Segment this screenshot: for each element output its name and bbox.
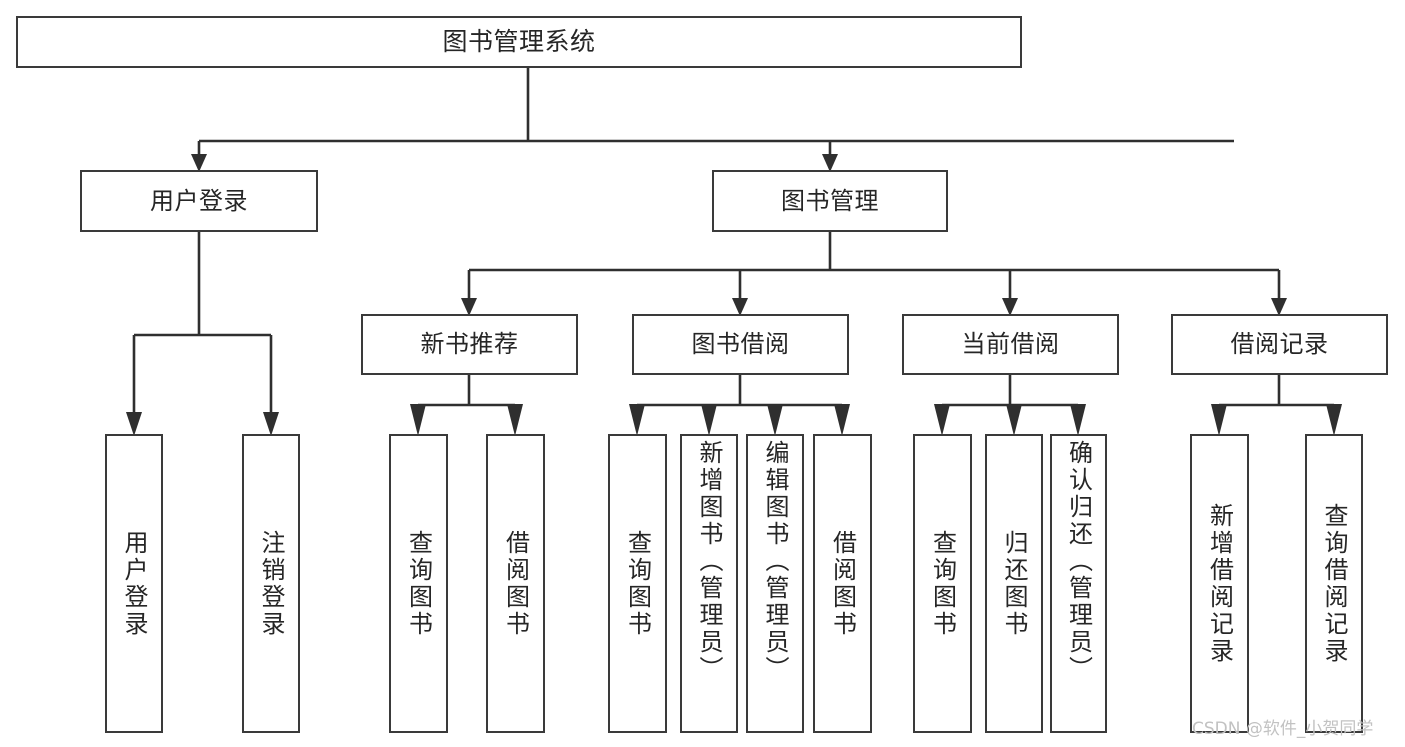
node-leaf-query-record[interactable]: 查询借阅记录: [1305, 434, 1363, 733]
node-leaf-confirm-return-label: 确认归还（管理员）: [1064, 440, 1093, 683]
node-book-manage-label: 图书管理: [781, 186, 879, 215]
arrowhead-leaf-return-book: [1006, 404, 1022, 436]
node-root[interactable]: 图书管理系统: [16, 16, 1022, 68]
arrowhead-leaf-edit-book: [767, 404, 783, 436]
arrowhead-leaf-borrow-book-1: [507, 404, 523, 436]
node-leaf-add-book-label: 新增图书（管理员）: [695, 440, 723, 683]
arrowhead-leaf-query-record: [1326, 404, 1342, 436]
node-leaf-borrow-book-1-label: 借阅图书: [501, 529, 530, 638]
node-new-book-rec[interactable]: 新书推荐: [361, 314, 578, 375]
node-borrow-record[interactable]: 借阅记录: [1171, 314, 1388, 375]
node-leaf-query-book-1[interactable]: 查询图书: [389, 434, 448, 733]
node-leaf-query-book-3[interactable]: 查询图书: [913, 434, 972, 733]
arrowhead-leaf-query-book-3: [934, 404, 950, 436]
node-leaf-return-book-label: 归还图书: [1000, 529, 1028, 638]
node-leaf-query-book-1-label: 查询图书: [404, 529, 433, 638]
arrowhead-leaf-confirm-return: [1070, 404, 1086, 436]
node-leaf-query-book-2[interactable]: 查询图书: [608, 434, 667, 733]
node-leaf-return-book[interactable]: 归还图书: [985, 434, 1043, 733]
node-book-borrow-label: 图书借阅: [691, 330, 790, 359]
node-book-manage[interactable]: 图书管理: [712, 170, 948, 232]
node-leaf-edit-book[interactable]: 编辑图书（管理员）: [746, 434, 804, 733]
node-leaf-confirm-return[interactable]: 确认归还（管理员）: [1050, 434, 1107, 733]
arrowhead-leaf-query-book-1: [410, 404, 426, 436]
arrowhead-leaf-add-book: [701, 404, 717, 436]
arrowhead-leaf-add-record: [1211, 404, 1227, 436]
node-current-borrow[interactable]: 当前借阅: [902, 314, 1119, 375]
node-leaf-query-book-2-label: 查询图书: [623, 529, 652, 638]
arrowhead-leaf-borrow-book-2: [834, 404, 850, 436]
node-book-borrow[interactable]: 图书借阅: [632, 314, 849, 375]
arrowhead-leaf-query-book-2: [629, 404, 645, 436]
node-leaf-query-book-3-label: 查询图书: [928, 529, 957, 638]
node-leaf-edit-book-label: 编辑图书（管理员）: [761, 440, 789, 683]
node-user-login[interactable]: 用户登录: [80, 170, 318, 232]
node-user-login-label: 用户登录: [150, 186, 248, 215]
node-current-borrow-label: 当前借阅: [961, 330, 1060, 359]
arrowhead-leaf-user-logout: [263, 412, 279, 436]
node-leaf-add-record-label: 新增借阅记录: [1205, 502, 1234, 665]
arrowhead-leaf-user-login: [126, 412, 142, 436]
csdn-watermark: CSDN @软件_小贺同学: [1192, 719, 1374, 739]
node-leaf-user-logout[interactable]: 注销登录: [242, 434, 300, 733]
node-borrow-record-label: 借阅记录: [1230, 330, 1329, 359]
node-leaf-query-record-label: 查询借阅记录: [1320, 502, 1348, 665]
node-leaf-add-record[interactable]: 新增借阅记录: [1190, 434, 1249, 733]
node-leaf-borrow-book-2[interactable]: 借阅图书: [813, 434, 872, 733]
node-leaf-borrow-book-1[interactable]: 借阅图书: [486, 434, 545, 733]
node-leaf-user-login-label: 用户登录: [120, 529, 148, 638]
node-root-label: 图书管理系统: [442, 27, 596, 57]
node-leaf-user-login[interactable]: 用户登录: [105, 434, 163, 733]
node-leaf-add-book[interactable]: 新增图书（管理员）: [680, 434, 738, 733]
node-leaf-borrow-book-2-label: 借阅图书: [828, 529, 857, 638]
node-new-book-rec-label: 新书推荐: [420, 330, 519, 359]
node-leaf-user-logout-label: 注销登录: [257, 529, 285, 638]
